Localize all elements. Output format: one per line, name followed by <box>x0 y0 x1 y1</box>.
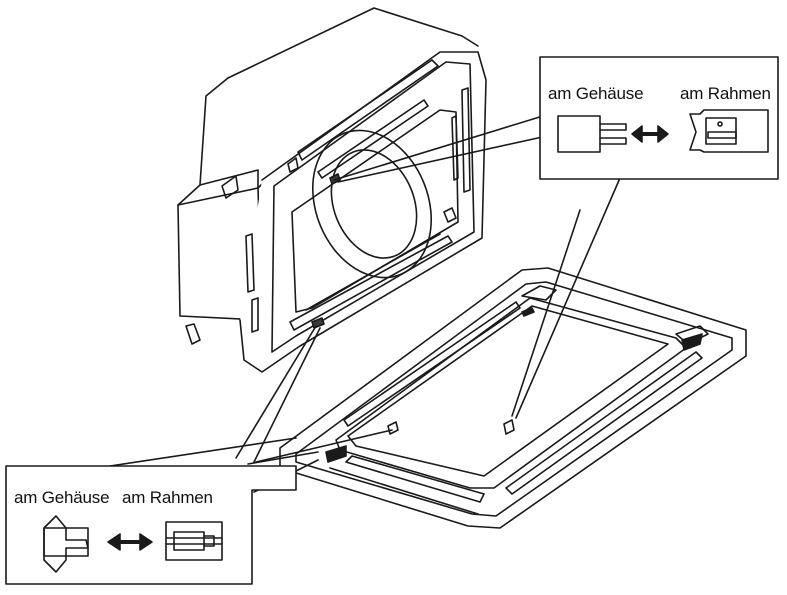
callout-bottom-frame-label: am Rahmen <box>122 488 213 507</box>
housing-connector-shape <box>557 115 601 153</box>
leader-lines <box>109 111 621 493</box>
callout-top-box <box>539 56 779 180</box>
callout-top-frame-label: am Rahmen <box>680 84 771 103</box>
callout-bottom-housing-label: am Gehäuse <box>14 488 110 507</box>
frame-connector-shape <box>689 109 769 153</box>
double-arrow-right-head <box>657 125 669 143</box>
cassette-housing <box>177 7 487 373</box>
panel-frame <box>279 267 747 529</box>
double-arrow-left-head <box>631 125 643 143</box>
callout-bottom-box <box>5 465 297 585</box>
callout-top-housing-label: am Gehäuse <box>548 84 644 103</box>
